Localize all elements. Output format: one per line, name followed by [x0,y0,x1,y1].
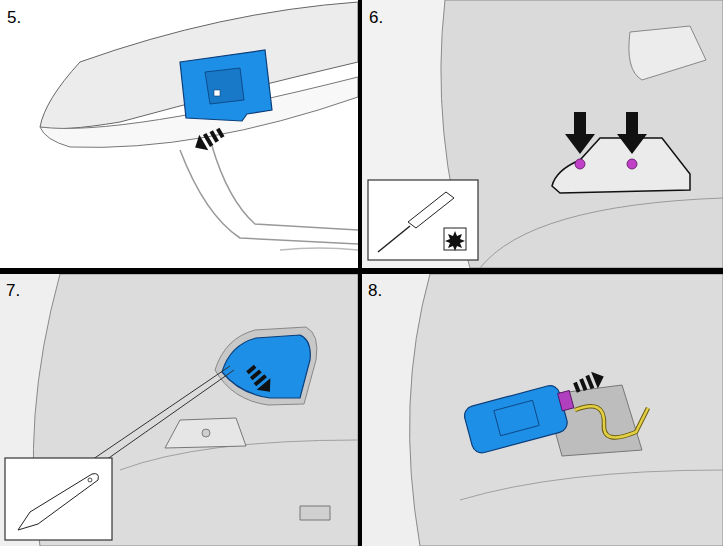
cover-notch [214,90,220,96]
screw-arrow [565,112,595,154]
panel-6-trim [362,0,723,268]
step-number: 8. [368,281,382,300]
strut-line [280,248,358,250]
screw [575,159,585,169]
tool-hole [88,478,92,482]
panel-5-tailgate [40,2,358,250]
screw [627,159,637,169]
tool-inset [5,458,112,540]
clip-plate [165,418,246,448]
lamp-bulb-holder [494,400,539,435]
panel-8-trim [362,274,723,546]
removal-arrow [191,124,227,155]
strut-line [180,150,358,244]
panel-divider [0,268,723,274]
blue-cover [180,50,272,121]
trim-moulding [460,470,723,500]
bracket-plate [552,138,690,193]
trim-tool [18,474,98,530]
wire-outline [575,406,648,437]
step-number-slot: 7. [6,282,20,300]
lamp-housing [462,383,569,455]
panel-7-trim [0,274,358,546]
screwdriver-handle [408,192,454,228]
panel-ground [362,274,723,546]
removal-arrow [572,368,607,396]
tool-leader [80,366,230,468]
panel-ground [362,0,723,268]
clip [202,429,210,437]
cover-recess [205,68,244,104]
tool-inset [368,180,478,260]
step-number: 6. [369,8,383,27]
wire [575,406,648,437]
removal-arrow [243,362,277,397]
panel-ground [0,274,358,546]
torx-symbol [445,231,465,251]
step-number-slot: 8. [368,282,382,300]
torx-symbol-box [444,228,466,250]
step-number-slot: 5. [7,9,21,27]
cap-recess [215,327,317,405]
step-number: 5. [7,8,21,27]
tab [300,506,330,520]
trim-panel [441,0,723,268]
step-number-slot: 6. [369,9,383,27]
screwdriver-shaft [378,226,410,252]
blue-cap [222,335,310,398]
lamp-unit [462,381,579,455]
connector [558,390,574,410]
step-number: 7. [6,281,20,300]
strut-line [212,146,358,230]
trim-moulding [480,198,723,268]
screw-arrow [617,112,647,154]
trim-panel [410,274,723,546]
handle-recess [629,26,706,80]
